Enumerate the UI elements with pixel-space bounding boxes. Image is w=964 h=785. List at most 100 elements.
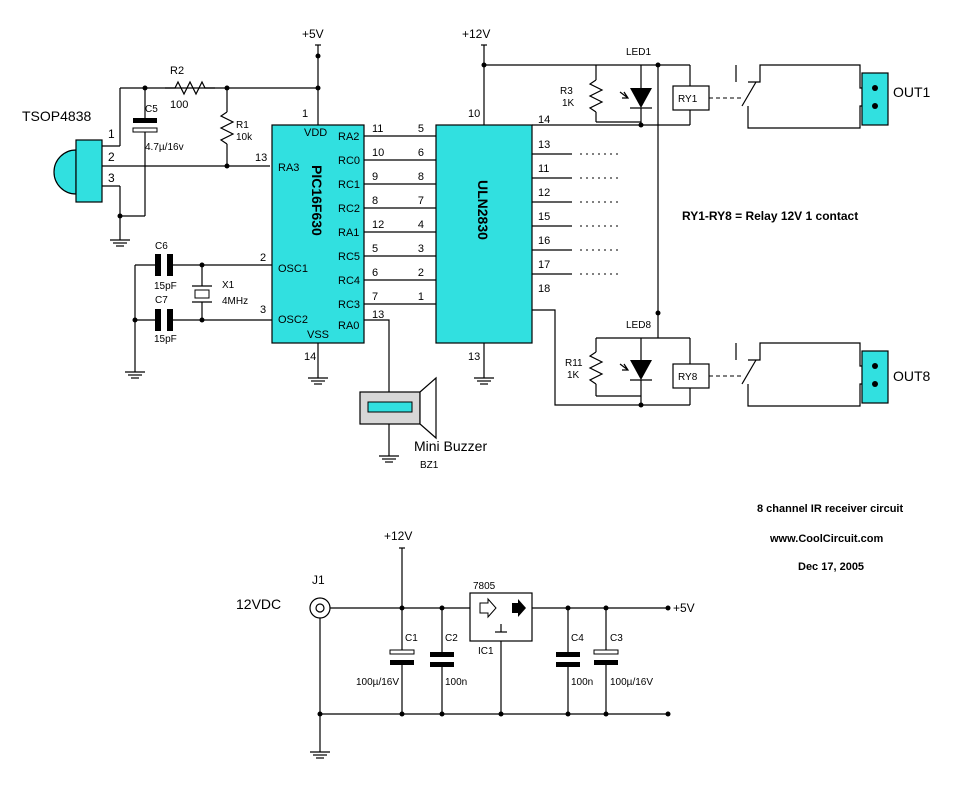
plus12-rail: +12V (462, 27, 661, 338)
uln-in-pin: 3 (418, 243, 424, 255)
resistor-r1: R1 10k (219, 88, 253, 169)
ground-symbol (110, 239, 130, 247)
j1-label: 12VDC (236, 596, 281, 612)
plus12-label: +12V (462, 27, 490, 41)
pic-ra3-pin: 13 (255, 152, 267, 164)
pic-osc2: OSC2 (278, 314, 308, 326)
uln-out-pin: 14 (538, 114, 550, 126)
uln-in-pin: 1 (418, 291, 424, 303)
plus5-rail: +5V (120, 27, 324, 125)
pic-vss-pin: 14 (304, 351, 316, 363)
date: Dec 17, 2005 (798, 561, 864, 573)
pic-pin-number: 10 (372, 147, 384, 159)
c4-value: 100n (571, 677, 593, 688)
led8-label: LED8 (626, 320, 651, 331)
pic-pin-number: 12 (372, 219, 384, 231)
uln-in-pin: 7 (418, 195, 424, 207)
pic-ra0-pin: 13 (372, 309, 384, 321)
uln-com-pin: 10 (468, 108, 480, 120)
uln-gnd-pin: 13 (468, 351, 480, 363)
uln-name: ULN2830 (475, 180, 491, 240)
pic-port-rc5: RC5 (338, 251, 360, 263)
pic-ra0: RA0 (338, 320, 359, 332)
pic-port-rc0: RC0 (338, 155, 360, 167)
j1-name: J1 (312, 573, 325, 587)
r3-value: 1K (562, 98, 575, 109)
c5-name: C5 (145, 104, 158, 115)
c5-value: 4.7µ/16v (145, 142, 184, 153)
r11-name: R11 (565, 358, 583, 369)
ground-symbol (308, 343, 328, 385)
out8-label: OUT8 (893, 368, 931, 384)
c2-value: 100n (445, 677, 467, 688)
pic-vss: VSS (307, 329, 329, 341)
power-supply: +12V J1 12VDC 7805 IC1 +5V (236, 529, 695, 759)
c6-name: C6 (155, 241, 168, 252)
buzzer-label: Mini Buzzer (414, 438, 487, 454)
uln-in-pin: 5 (418, 123, 424, 135)
ir-pin-2: 2 (108, 150, 115, 164)
pic-port-ra2: RA2 (338, 131, 359, 143)
pic-ra3: RA3 (278, 162, 299, 174)
pic-pin-number: 5 (372, 243, 378, 255)
ic1-name: IC1 (478, 646, 494, 657)
led1-label: LED1 (626, 47, 651, 58)
c1-value: 100µ/16V (356, 677, 399, 688)
psu-plus12-label: +12V (384, 529, 412, 543)
pic-name: PIC16F630 (309, 165, 325, 236)
r2-name: R2 (170, 65, 184, 77)
r2-value: 100 (170, 99, 188, 111)
pic-port-ra1: RA1 (338, 227, 359, 239)
ir-pin-3: 3 (108, 171, 115, 185)
c7-value: 15pF (154, 334, 177, 345)
pic-port-rc3: RC3 (338, 299, 360, 311)
pic-pin-number: 9 (372, 171, 378, 183)
uln-chip: ULN2830 10 13 (435, 108, 533, 385)
oscillator-network: C6 15pF C7 15pF X1 4MHz (125, 241, 272, 379)
pic-osc1-pin: 2 (260, 252, 266, 264)
pic-pin-number: 11 (372, 123, 383, 135)
pic-osc2-pin: 3 (260, 304, 266, 316)
pic-vdd-pin: 1 (302, 108, 308, 120)
plus5-label: +5V (302, 27, 324, 41)
x1-value: 4MHz (222, 296, 248, 307)
c3-name: C3 (610, 633, 623, 644)
uln-out-pin: 13 (538, 139, 550, 151)
r1-value: 10k (236, 132, 253, 143)
uln-out-pin: 11 (538, 163, 549, 175)
c7-name: C7 (155, 295, 168, 306)
uln-out-pin: 17 (538, 259, 550, 271)
uln-output-lines: 14 13 11 12 15 16 17 18 (532, 114, 620, 295)
pic-port-rc1: RC1 (338, 179, 360, 191)
pic-port-rc2: RC2 (338, 203, 360, 215)
pic-pin-number: 7 (372, 291, 378, 303)
uln-out-pin: 16 (538, 235, 550, 247)
pic-chip: PIC16F630 VDD 1 RA3 13 OSC1 2 OSC2 3 VSS… (255, 108, 384, 363)
x1-name: X1 (222, 280, 235, 291)
resistor-r2: R2 100 (165, 65, 215, 111)
uln-in-pin: 2 (418, 267, 424, 279)
ir-receiver-label: TSOP4838 (22, 108, 91, 124)
ir-receiver: TSOP4838 1 2 3 (22, 88, 270, 240)
pic-pin-number: 6 (372, 267, 378, 279)
uln-out-pin: 15 (538, 211, 550, 223)
c3-value: 100µ/16V (610, 677, 653, 688)
pic-osc1: OSC1 (278, 263, 308, 275)
out1-label: OUT1 (893, 84, 931, 100)
uln-out-pin: 12 (538, 187, 550, 199)
circuit-title: 8 channel IR receiver circuit (757, 503, 903, 515)
ir-pin-1: 1 (108, 127, 115, 141)
capacitor-c5: C5 4.7µ/16v (132, 88, 184, 216)
uln-out-pin: 18 (538, 283, 550, 295)
c1-name: C1 (405, 633, 418, 644)
uln-in-pin: 6 (418, 147, 424, 159)
c6-value: 15pF (154, 281, 177, 292)
r11-value: 1K (567, 370, 580, 381)
pic-port-rc4: RC4 (338, 275, 360, 287)
website: www.CoolCircuit.com (769, 533, 883, 545)
r1-name: R1 (236, 120, 249, 131)
